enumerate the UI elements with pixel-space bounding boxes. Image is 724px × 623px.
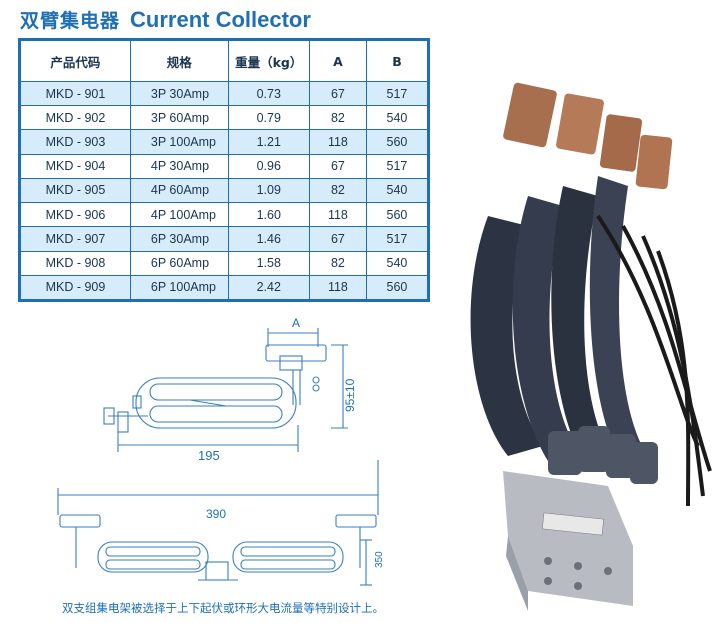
table-cell-code: MKD - 904 — [20, 153, 131, 179]
table-cell-b: 560 — [365, 129, 429, 155]
dimension-350-label: 350 — [374, 551, 385, 568]
table-cell-weight: 1.58 — [227, 250, 310, 276]
column-header-spec: 规格 — [129, 40, 229, 82]
table-cell-a: 118 — [308, 202, 367, 228]
mounting-bracket — [503, 471, 633, 611]
table-cell-b: 517 — [365, 153, 429, 179]
dimension-drawing: A 95±10 195 390 350 — [57, 316, 385, 586]
table-cell-b: 517 — [365, 80, 429, 107]
table-cell-weight: 0.96 — [227, 153, 310, 179]
table-cell-code: MKD - 909 — [20, 274, 131, 301]
table-cell-spec: 4P 100Amp — [129, 202, 229, 228]
caption-text: 双支组集电架被选择于上下起伏或环形大电流量等特别设计上。 — [62, 601, 384, 615]
table-cell-a: 67 — [308, 153, 367, 179]
dimension-a-label: A — [292, 316, 300, 330]
table-cell-weight: 1.21 — [227, 129, 310, 155]
table-cell-b: 540 — [365, 250, 429, 276]
copper-contact-shoes — [503, 82, 673, 190]
table-cell-a: 118 — [308, 129, 367, 155]
lower-collector-drawing — [57, 460, 379, 586]
table-cell-a: 82 — [308, 250, 367, 276]
table-cell-a: 82 — [308, 105, 367, 131]
dimension-width-label: 195 — [198, 448, 220, 463]
table-cell-spec: 6P 60Amp — [129, 250, 229, 276]
table-cell-b: 540 — [365, 177, 429, 204]
table-cell-spec: 3P 100Amp — [129, 129, 229, 155]
table-cell-b: 517 — [365, 226, 429, 252]
table-cell-a: 82 — [308, 177, 367, 204]
table-cell-weight: 1.46 — [227, 226, 310, 252]
table-cell-b: 540 — [365, 105, 429, 131]
table-cell-spec: 6P 30Amp — [129, 226, 229, 252]
table-cell-weight: 0.73 — [227, 80, 310, 107]
upper-collector-drawing — [103, 328, 348, 452]
table-cell-code: MKD - 908 — [20, 250, 131, 276]
collector-arms — [470, 176, 643, 461]
title-english: Current Collector — [130, 7, 311, 32]
table-cell-code: MKD - 901 — [20, 80, 131, 107]
dimension-height-label: 95±10 — [343, 378, 357, 412]
table-cell-weight: 0.79 — [227, 105, 310, 131]
table-cell-b: 560 — [365, 274, 429, 301]
table-cell-a: 67 — [308, 226, 367, 252]
table-cell-spec: 3P 60Amp — [129, 105, 229, 131]
product-photo — [470, 82, 712, 611]
table-cell-spec: 3P 30Amp — [129, 80, 229, 107]
page-title: 双臂集电器 Current Collector — [20, 6, 311, 34]
table-cell-a: 67 — [308, 80, 367, 107]
dimension-total-label: 390 — [206, 507, 226, 521]
table-cell-code: MKD - 906 — [20, 202, 131, 228]
table-cell-code: MKD - 907 — [20, 226, 131, 252]
table-header-row: 产品代码 规格 重量（kg） A B — [20, 40, 429, 82]
column-header-b: B — [365, 40, 429, 82]
table-cell-code: MKD - 902 — [20, 105, 131, 131]
title-chinese: 双臂集电器 — [20, 10, 121, 32]
table-cell-spec: 6P 100Amp — [129, 274, 229, 301]
table-cell-spec: 4P 60Amp — [129, 177, 229, 204]
table-cell-spec: 4P 30Amp — [129, 153, 229, 179]
table-cell-weight: 2.42 — [227, 274, 310, 301]
insulator-heads — [548, 426, 658, 484]
cables — [596, 214, 712, 507]
table-cell-weight: 1.09 — [227, 177, 310, 204]
table-cell-code: MKD - 903 — [20, 129, 131, 155]
table-cell-weight: 1.60 — [227, 202, 310, 228]
column-header-code: 产品代码 — [20, 40, 131, 82]
table-cell-b: 560 — [365, 202, 429, 228]
table-cell-a: 118 — [308, 274, 367, 301]
column-header-a: A — [308, 40, 367, 82]
table-cell-code: MKD - 905 — [20, 177, 131, 204]
column-header-weight: 重量（kg） — [227, 40, 310, 82]
